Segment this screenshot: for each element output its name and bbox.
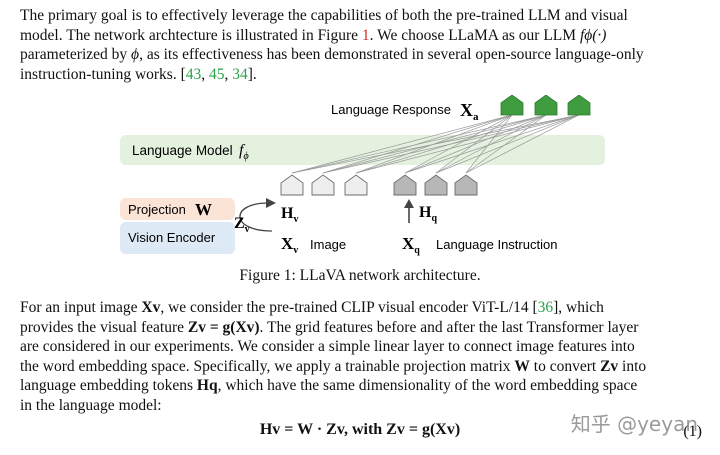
- projection-arrow: [239, 202, 273, 232]
- language-response-label: Language Response: [331, 102, 451, 117]
- response-token: [567, 95, 591, 116]
- text-line: parameterized by ϕ, as its effectiveness…: [20, 46, 644, 63]
- projection-band: [120, 198, 235, 220]
- citation-link[interactable]: 36: [537, 299, 554, 316]
- image-token: [344, 174, 368, 196]
- vision-encoder-band: [120, 222, 235, 254]
- text-line: in the language model:: [20, 396, 162, 414]
- text-line: the word embedding space. Specifically, …: [20, 357, 647, 375]
- text-line: model. The network archtecture is illust…: [20, 26, 607, 44]
- w-symbol: W: [195, 200, 212, 219]
- equation-number: (1): [683, 423, 702, 440]
- paragraph-method: For an input image Xv, we consider the p…: [20, 298, 704, 415]
- image-token: [311, 174, 335, 196]
- citation-link[interactable]: 45: [209, 65, 225, 83]
- hq-inline: Hq: [196, 377, 218, 394]
- phi-symbol: ϕ: [131, 46, 140, 63]
- attention-lines: [291, 114, 580, 174]
- text-line: provides the visual feature Zv = g(Xv). …: [20, 318, 639, 336]
- image-label: Image: [310, 237, 346, 252]
- xv-symbol: Xv: [281, 234, 298, 256]
- language-model-band: [120, 135, 605, 165]
- text-line: instruction-tuning works. [43, 45, 34].: [20, 65, 257, 83]
- figure-caption: Figure 1: LLaVA network architecture.: [239, 267, 481, 284]
- watermark: 知乎 @yeyan: [570, 412, 698, 436]
- text-line: are considered in our experiments. We co…: [20, 338, 635, 355]
- text-line: language embedding tokens Hq, which have…: [20, 377, 638, 394]
- llava-architecture-diagram: Language Response Xa Language Model fϕ P…: [120, 95, 605, 256]
- zv-equation-inline: Zv = g(Xv): [187, 318, 260, 336]
- vision-encoder-label: Vision Encoder: [128, 230, 216, 245]
- instruction-tokens: [393, 174, 478, 196]
- zv-inline: Zv: [600, 357, 619, 375]
- xv-inline: Xv: [141, 299, 161, 316]
- text-line: For an input image Xv, we consider the p…: [20, 299, 604, 316]
- instruction-token: [393, 174, 417, 196]
- language-model-label: Language Model: [132, 143, 233, 158]
- f-phi-symbol: fϕ: [239, 142, 249, 162]
- xa-symbol: Xa: [460, 100, 479, 123]
- zv-symbol: Zv: [234, 215, 250, 235]
- projection-arrow-head: [266, 198, 276, 208]
- text-line: The primary goal is to effectively lever…: [20, 7, 628, 24]
- language-instruction-label: Language Instruction: [436, 237, 557, 252]
- response-token: [500, 95, 524, 116]
- llm-function-symbol: fϕ(·): [579, 26, 607, 44]
- instruction-token: [424, 174, 448, 196]
- response-tokens: [500, 95, 591, 116]
- instruction-arrow-head: [404, 199, 414, 208]
- image-token: [280, 174, 304, 196]
- instruction-token: [454, 174, 478, 196]
- citation-link[interactable]: 34: [232, 65, 248, 83]
- image-tokens: [280, 174, 368, 196]
- figure-reference-link[interactable]: 1: [361, 26, 370, 44]
- hq-symbol: Hq: [419, 204, 437, 224]
- xq-symbol: Xq: [402, 234, 420, 256]
- equation-1: Hv = W · Zv, with Zv = g(Xv): [259, 421, 461, 438]
- hv-symbol: Hv: [281, 205, 298, 225]
- citation-link[interactable]: 43: [185, 65, 202, 83]
- response-token: [534, 95, 558, 116]
- w-inline: W: [514, 357, 530, 375]
- projection-label: Projection: [128, 202, 186, 217]
- paragraph-intro: The primary goal is to effectively lever…: [20, 6, 704, 84]
